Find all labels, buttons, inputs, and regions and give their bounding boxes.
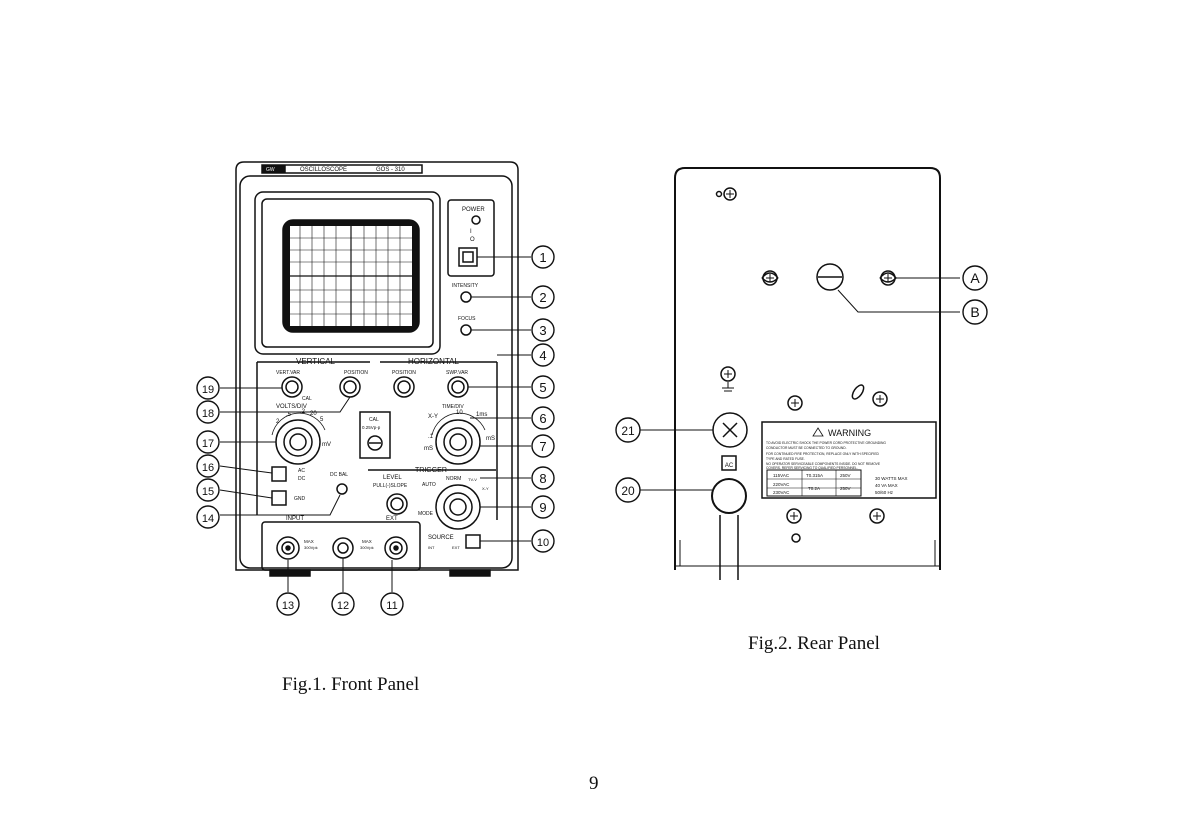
power-off-mark: O <box>470 237 475 243</box>
table-fuse-1: T0.315A <box>806 473 823 478</box>
tvv-label: TV-V <box>468 477 477 482</box>
int-label: INT <box>428 545 435 550</box>
swp-var-label: SWP.VAR <box>446 370 468 376</box>
callout-9: 9 <box>539 500 546 515</box>
vert-cal-mark: CAL <box>302 396 312 402</box>
dc-bal-label: DC BAL <box>330 472 348 478</box>
header-title: OSCILLOSCOPE <box>300 167 347 173</box>
time-tick-3: 1ms <box>476 412 487 418</box>
time-div-label: TIME/DIV <box>442 404 464 410</box>
power-label: POWER <box>462 207 485 213</box>
callout-17: 17 <box>202 438 214 450</box>
callout-7: 7 <box>539 439 546 454</box>
callout-15: 15 <box>202 486 214 498</box>
horizontal-label: HORIZONTAL <box>408 357 460 366</box>
callout-19: 19 <box>202 384 214 396</box>
ac-inlet-label: AC <box>725 463 734 469</box>
time-tick-2: X-Y <box>428 414 438 420</box>
power-spec-2: 40 VA MAX <box>875 483 898 488</box>
callout-2: 2 <box>539 290 546 305</box>
callout-11: 11 <box>386 600 397 612</box>
focus-label: FOCUS <box>458 316 476 322</box>
rear-panel-figure: A B 21 20 AC WARNING TO AVOID ELECTRIC S… <box>615 167 988 580</box>
level-label: LEVEL <box>383 475 402 481</box>
volts-tick-2: .5 <box>286 412 292 418</box>
power-spec-3: 50/60 Hz <box>875 490 894 495</box>
table-fuse-v-1: 250V <box>840 473 851 478</box>
table-volts-2: 220VAC <box>773 482 790 487</box>
ac-label: AC <box>298 468 305 474</box>
gnd-label: GND <box>294 496 306 502</box>
callout-10: 10 <box>537 537 549 549</box>
power-spec-1: 30 WATTS MAX <box>875 476 908 481</box>
warning-title: WARNING <box>828 428 871 438</box>
intensity-label: INTENSITY <box>452 283 479 289</box>
time-tick-1: 10 <box>456 410 463 416</box>
horizontal-position-label: POSITION <box>392 370 416 376</box>
volts-tick-4: 5 <box>320 417 324 423</box>
vertical-position-label: POSITION <box>344 370 368 376</box>
norm-label: NORM <box>446 476 461 482</box>
ext-max-value: 300Vpk <box>360 545 374 550</box>
callout-21: 21 <box>621 424 635 438</box>
warning-line-5: NO OPERATOR SERVICEABLE COMPONENTS INSID… <box>766 462 881 466</box>
callout-a: A <box>970 270 980 286</box>
volts-tick-6: mV <box>322 442 331 448</box>
front-panel-caption: Fig.1. Front Panel <box>282 674 420 695</box>
warning-line-4: TYPE AND RATED FUSE. <box>766 457 805 461</box>
callout-20: 20 <box>621 484 635 498</box>
vert-var-label: VERT.VAR <box>276 370 300 376</box>
cal-box-line1: CAL <box>369 417 379 423</box>
mode-label: MODE <box>418 511 434 517</box>
callout-13: 13 <box>282 600 294 612</box>
warning-line-1: TO AVOID ELECTRIC SHOCK THE POWER CORD P… <box>766 441 886 445</box>
rear-panel-caption: Fig.2. Rear Panel <box>748 633 880 654</box>
xy-label: X-Y <box>482 486 489 491</box>
callout-5: 5 <box>539 380 546 395</box>
ext-label: EXT <box>386 516 398 522</box>
ext-max-label: MAX <box>362 539 372 544</box>
table-fuse-v-2: 250V <box>840 486 851 491</box>
callout-4: 4 <box>539 348 546 363</box>
callout-6: 6 <box>539 411 546 426</box>
warning-triangle-icon <box>812 427 824 437</box>
callout-16: 16 <box>202 462 214 474</box>
page-number: 9 <box>589 773 599 794</box>
power-on-mark: I <box>470 229 472 235</box>
callout-1: 1 <box>539 250 546 265</box>
callout-3: 3 <box>539 323 546 338</box>
callout-18: 18 <box>202 408 214 420</box>
dc-label: DC <box>298 476 306 482</box>
cal-box-line2: 0.25Vp-p <box>362 425 381 430</box>
source-label: SOURCE <box>428 535 454 541</box>
time-tick-5: .1 <box>428 434 434 440</box>
pull-slope-label: PULL(-)SLOPE <box>373 483 408 489</box>
trigger-label: TRIGGER <box>415 467 447 474</box>
warning-line-3: FOR CONTINUED FIRE PROTECTION, REPLACE O… <box>766 452 880 456</box>
input-max-label: MAX <box>304 539 314 544</box>
front-panel-figure: 1 2 3 4 5 6 7 8 9 10 11 12 13 14 15 16 1… <box>196 161 555 616</box>
callout-b: B <box>970 304 979 320</box>
input-label: INPUT <box>286 516 304 522</box>
time-tick-6: mS <box>424 446 433 452</box>
time-tick-4: mS <box>486 436 495 442</box>
ext-small-label: EXT <box>452 545 460 550</box>
warning-line-6: COVERS. REFER SERVICING TO QUALIFIED PER… <box>766 466 858 470</box>
input-max-value: 300Vpk <box>304 545 318 550</box>
table-volts-3: 230VAC <box>773 490 790 495</box>
volts-tick-1: 2 <box>276 419 280 425</box>
callout-14: 14 <box>202 513 214 525</box>
warning-line-2: CONDUCTOR MUST BE CONNECTED TO GROUND. <box>766 446 847 450</box>
vertical-label: VERTICAL <box>296 357 336 366</box>
brand-logo: GW <box>266 167 275 173</box>
callout-12: 12 <box>337 600 349 612</box>
table-volts-1: 115VAC <box>773 473 790 478</box>
volts-tick-3: .2 <box>300 409 306 415</box>
callout-8: 8 <box>539 471 546 486</box>
volts-div-label: VOLTS/DIV <box>276 404 307 410</box>
volts-tick-5: 20 <box>310 411 317 417</box>
model-number: GOS - 310 <box>376 167 405 173</box>
auto-label: AUTO <box>422 482 436 488</box>
table-fuse-2: T0.2A <box>808 486 820 491</box>
